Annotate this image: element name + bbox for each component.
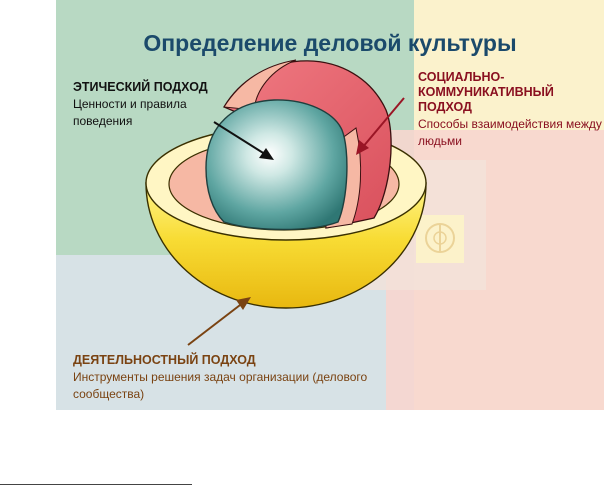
ethical-approach-heading: ЭТИЧЕСКИЙ ПОДХОД — [73, 80, 208, 94]
ethical-approach-label: ЭТИЧЕСКИЙ ПОДХОД Ценности и правила пове… — [73, 80, 238, 130]
activity-approach-heading: ДЕЯТЕЛЬНОСТНЫЙ ПОДХОД — [73, 353, 256, 367]
core — [205, 99, 348, 231]
social-approach-label: СОЦИАЛЬНО- КОММУНИКАТИВНЫЙ ПОДХОД Способ… — [418, 70, 604, 150]
arrow-to-core-icon — [213, 121, 274, 160]
phi-logo-icon — [425, 223, 455, 253]
social-approach-description: Способы взаимодействия между людьми — [418, 117, 602, 148]
footnote-divider — [0, 484, 192, 485]
diagram-graphic — [56, 0, 604, 410]
social-approach-heading: СОЦИАЛЬНО- КОММУНИКАТИВНЫЙ ПОДХОД — [418, 70, 554, 114]
middle-layer-cut-left — [223, 59, 297, 111]
ethical-approach-description: Ценности и правила поведения — [73, 97, 187, 128]
activity-approach-description: Инструменты решения задач организации (д… — [73, 370, 368, 401]
arrow-to-middle-layer-icon — [356, 97, 405, 155]
diagram-slide: Определение деловой культуры ЭТИЧЕСКИЙ П… — [56, 0, 604, 410]
arrow-to-outer-shell-icon — [187, 297, 251, 346]
page-title: Определение деловой культуры — [143, 30, 517, 56]
activity-approach-label: ДЕЯТЕЛЬНОСТНЫЙ ПОДХОД Инструменты решени… — [73, 353, 403, 403]
